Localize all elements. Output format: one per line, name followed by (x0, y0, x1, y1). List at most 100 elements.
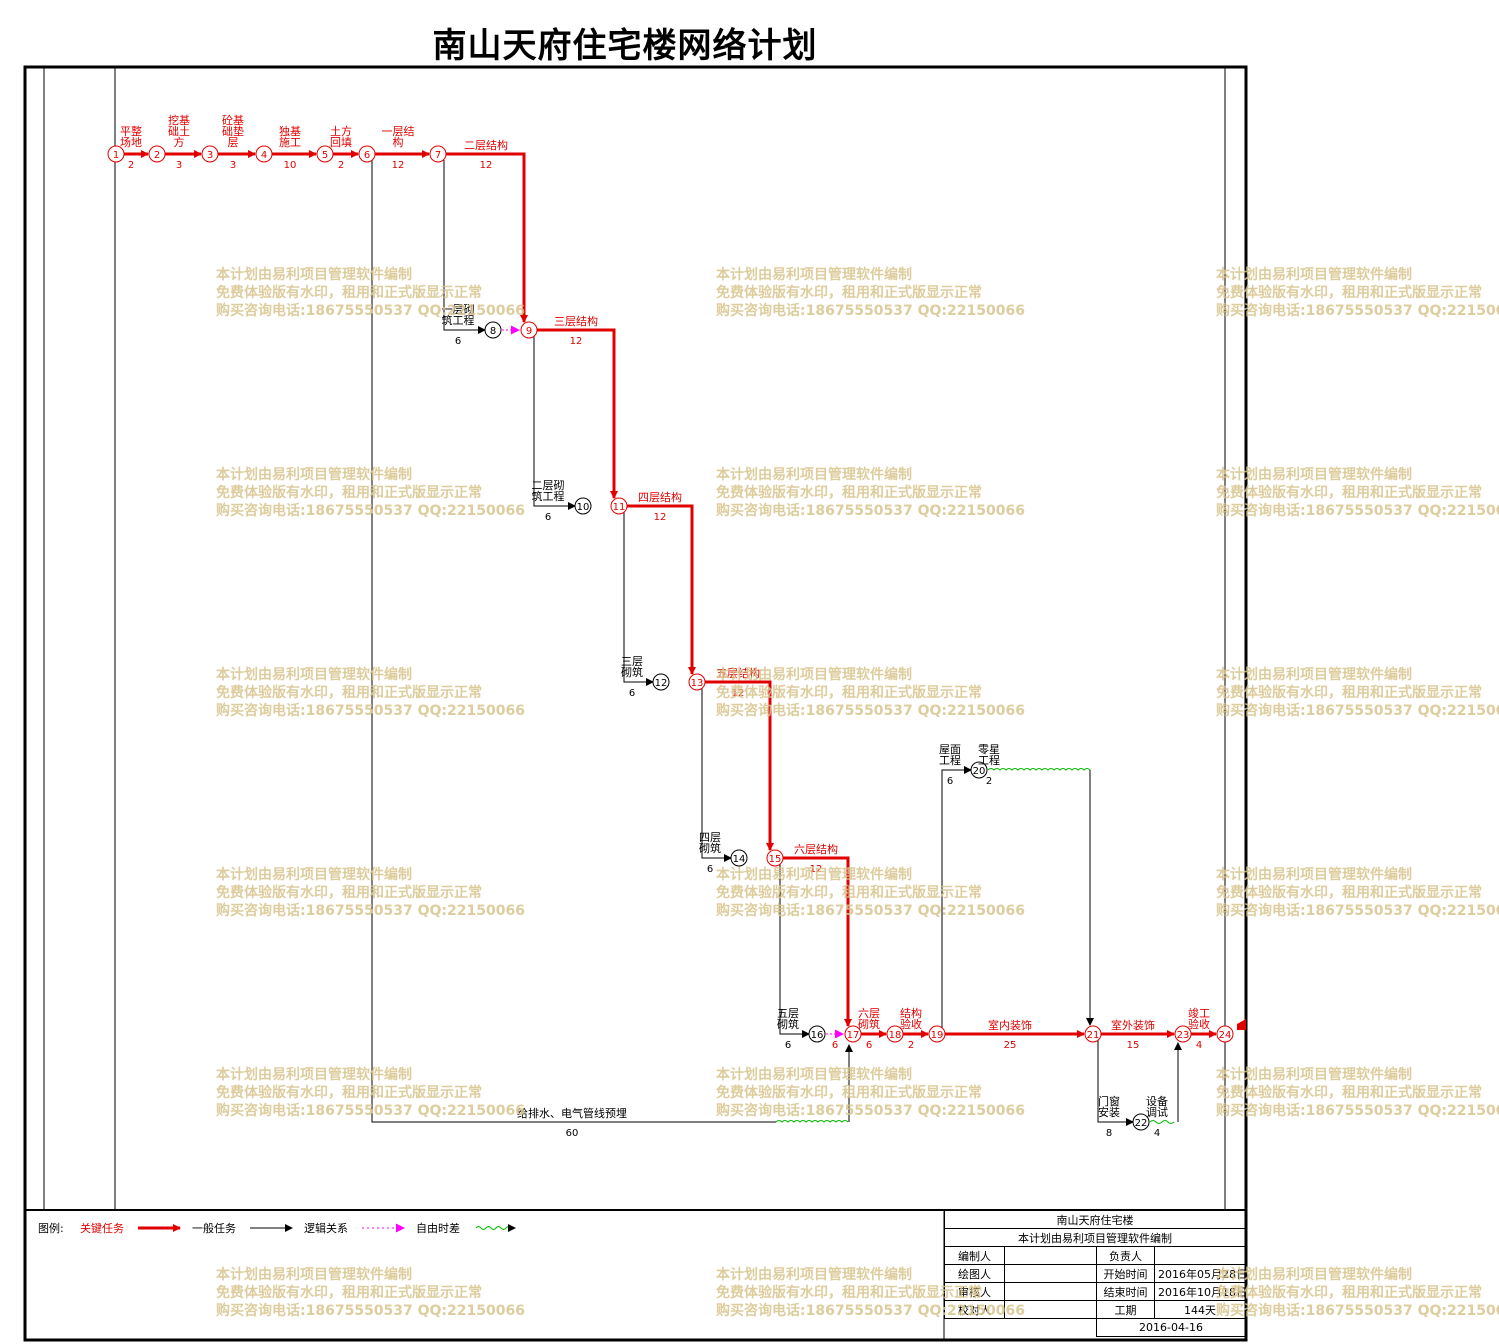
task-name-line: 验收 (900, 1017, 922, 1031)
arrow-t21_22 (1097, 1040, 1134, 1126)
task-name-line: 方 (174, 135, 185, 149)
task-duration-t23_24: 4 (1196, 1040, 1202, 1051)
node-label-8: 8 (490, 326, 496, 337)
task-duration-t13_15: 12 (732, 688, 745, 699)
node-circle-5 (316, 145, 334, 163)
task-name-line: 砌筑 (858, 1017, 880, 1031)
task-name-line: 设备 (1146, 1094, 1168, 1108)
arrow-t9_10 (533, 336, 576, 510)
legend-free-float-wave (475, 1226, 512, 1230)
task-name-t22_23: 设备调试 (1146, 1094, 1168, 1119)
node-circle-10 (574, 497, 592, 515)
node-label-23: 23 (1177, 1030, 1190, 1041)
node-label-21: 21 (1087, 1030, 1100, 1041)
node-circle-22 (1132, 1113, 1150, 1131)
task-name-t19_20: 屋面工程 (939, 743, 961, 767)
title-block-drafter: 编制人 (944, 1246, 1005, 1265)
node-3: 3 (201, 145, 219, 163)
node-label-6: 6 (364, 150, 370, 161)
node-circle-23 (1174, 1025, 1192, 1043)
node-circle-9 (520, 321, 538, 339)
node-circle-3 (201, 145, 219, 163)
node-circle-15 (766, 849, 784, 867)
task-name-line: 构 (393, 135, 404, 149)
task-name-line: 回填 (330, 135, 352, 149)
task-name-t23_24: 竣工验收 (1188, 1006, 1210, 1031)
task-name-line: 砌筑 (777, 1017, 799, 1031)
task-name-t15_16: 五层砌筑 (777, 1007, 799, 1031)
title-block-end-value: 2016年10月18日 (1154, 1282, 1246, 1301)
task-name-line: 六层 (858, 1007, 880, 1020)
node-24: 24 (1216, 1025, 1234, 1043)
node-circle-11 (610, 497, 628, 515)
node-label-17: 17 (847, 1030, 860, 1041)
task-name-t7_8: 一层砌筑工程 (442, 303, 475, 327)
node-circle-20 (970, 761, 988, 779)
arrow-t15_17 (775, 856, 852, 1027)
node-circle-18 (886, 1025, 904, 1043)
task-duration-t5_6: 2 (338, 160, 344, 171)
node-circle-4 (255, 145, 273, 163)
node-circle-8 (484, 321, 502, 339)
task-name-line: 工程 (978, 754, 1000, 767)
node-12: 12 (652, 673, 670, 691)
legend: 图例: 关键任务 一般任务 逻辑关系 自由时差 (38, 1221, 516, 1235)
legend-prefix: 图例: (38, 1221, 64, 1235)
node-circle-2 (148, 145, 166, 163)
task-name-t3_4: 砼基础垫层 (222, 114, 244, 149)
title-block-check: 校对人 (944, 1300, 1005, 1319)
task-duration-t21_22: 8 (1106, 1128, 1112, 1139)
task-name-t1_2: 平整场地 (120, 124, 142, 149)
node-6: 6 (358, 145, 376, 163)
task-name-t4_5: 独基施工 (279, 125, 301, 149)
title-block-duration-value: 144天 (1154, 1300, 1246, 1319)
task-name-line: 安装 (1098, 1105, 1120, 1119)
task-duration-t16_17: 6 (832, 1040, 838, 1051)
task-name-line: 平整 (120, 124, 142, 138)
task-duration-t9_11: 12 (570, 336, 583, 347)
task-duration-t3_4: 3 (230, 160, 236, 171)
node-14: 14 (730, 849, 748, 867)
legend-critical-label: 关键任务 (80, 1221, 124, 1235)
node-label-14: 14 (733, 854, 746, 865)
node-circle-19 (928, 1025, 946, 1043)
task-name-t13_14: 四层砌筑 (699, 831, 721, 855)
task-name-t21_22: 门窗安装 (1098, 1094, 1120, 1119)
task-name-line: 工程 (939, 754, 961, 767)
task-name-t6_17: 给排水、电气管线预埋 (517, 1106, 627, 1120)
task-name-line: 土方 (330, 124, 352, 138)
node-2: 2 (148, 145, 166, 163)
task-name-t15_17: 六层结构 (794, 842, 838, 856)
end-flag-icon (1237, 1019, 1246, 1030)
task-name-t11_13: 四层结构 (638, 490, 682, 504)
node-23: 23 (1174, 1025, 1192, 1043)
node-circle-16 (808, 1025, 826, 1043)
node-circle-21 (1084, 1025, 1102, 1043)
arrow-t7_9 (438, 152, 528, 323)
node-circle-13 (688, 673, 706, 691)
legend-logic-label: 逻辑关系 (304, 1221, 348, 1235)
node-label-15: 15 (769, 854, 782, 865)
task-duration-t6_7: 12 (392, 160, 405, 171)
task-duration-t22_23: 4 (1154, 1128, 1160, 1139)
arrow-t11_12 (623, 512, 654, 686)
task-name-line: 屋面 (939, 743, 961, 756)
activity-arrows (124, 150, 1217, 1126)
node-label-9: 9 (526, 326, 532, 337)
task-duration-t11_12: 6 (629, 688, 635, 699)
node-circle-1 (107, 145, 125, 163)
task-name-t7_9: 二层结构 (464, 138, 508, 152)
node-circle-6 (358, 145, 376, 163)
page-title: 南山天府住宅楼网络计划 (432, 26, 818, 66)
node-17: 17 (844, 1025, 862, 1043)
node-label-18: 18 (889, 1030, 902, 1041)
title-block-start-value: 2016年05月28日 (1154, 1264, 1246, 1283)
node-11: 11 (610, 497, 628, 515)
task-name-line: 础土 (168, 125, 190, 138)
task-name-t5_6: 土方回填 (330, 124, 352, 149)
node-22: 22 (1132, 1113, 1150, 1131)
title-block-software: 本计划由易利项目管理软件编制 (944, 1228, 1246, 1247)
task-name-line: 层 (228, 136, 239, 149)
task-duration-t6_17: 60 (566, 1128, 579, 1139)
